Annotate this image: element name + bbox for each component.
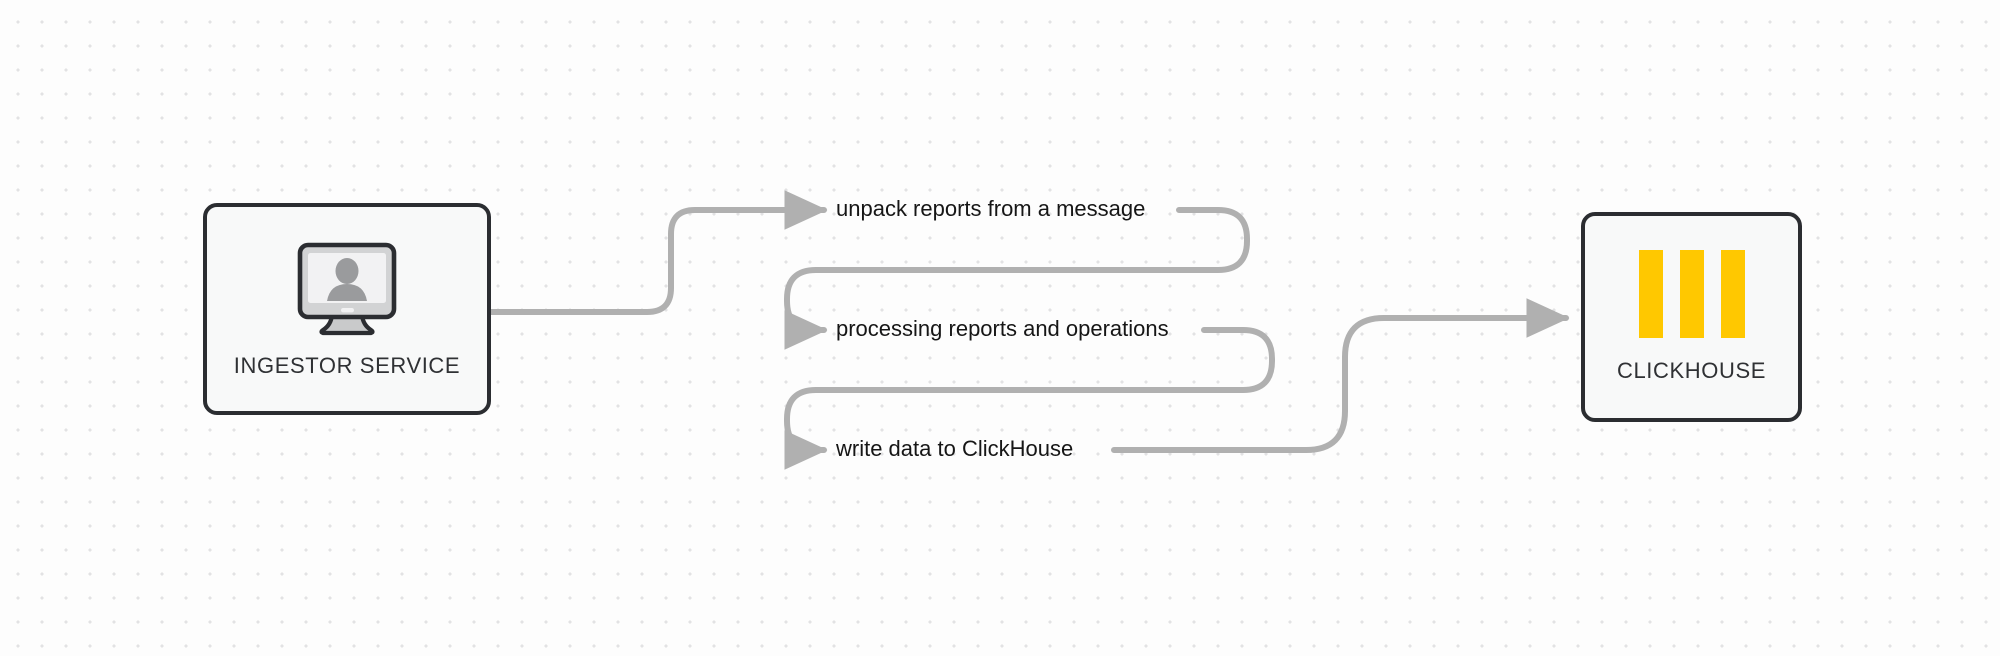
edge-path-1-return bbox=[813, 207, 1250, 273]
edge-label-processing-reports: processing reports and operations bbox=[836, 316, 1169, 341]
node-label-clickhouse: CLICKHOUSE bbox=[1616, 358, 1767, 383]
edge-label-unpack-reports: unpack reports from a message bbox=[836, 196, 1146, 221]
edge-path-3-head bbox=[784, 387, 828, 470]
clickhouse-bar-3 bbox=[1720, 250, 1745, 338]
edge-path-3-to-clickhouse bbox=[1111, 298, 1570, 453]
edge-path-2-return bbox=[813, 327, 1275, 393]
node-ingestor-service[interactable]: INGESTOR SERVICE bbox=[203, 203, 491, 415]
edge-path-1 bbox=[488, 190, 828, 315]
monitor-user-icon bbox=[291, 239, 403, 339]
edge-path-2-head bbox=[784, 267, 828, 350]
clickhouse-logo-icon bbox=[1638, 250, 1745, 338]
clickhouse-bar-2 bbox=[1679, 250, 1704, 338]
edge-label-write-data: write data to ClickHouse bbox=[836, 436, 1074, 461]
clickhouse-bar-1 bbox=[1638, 250, 1663, 338]
node-label-ingestor-service: INGESTOR SERVICE bbox=[233, 353, 461, 378]
node-clickhouse[interactable]: CLICKHOUSE bbox=[1581, 212, 1802, 422]
